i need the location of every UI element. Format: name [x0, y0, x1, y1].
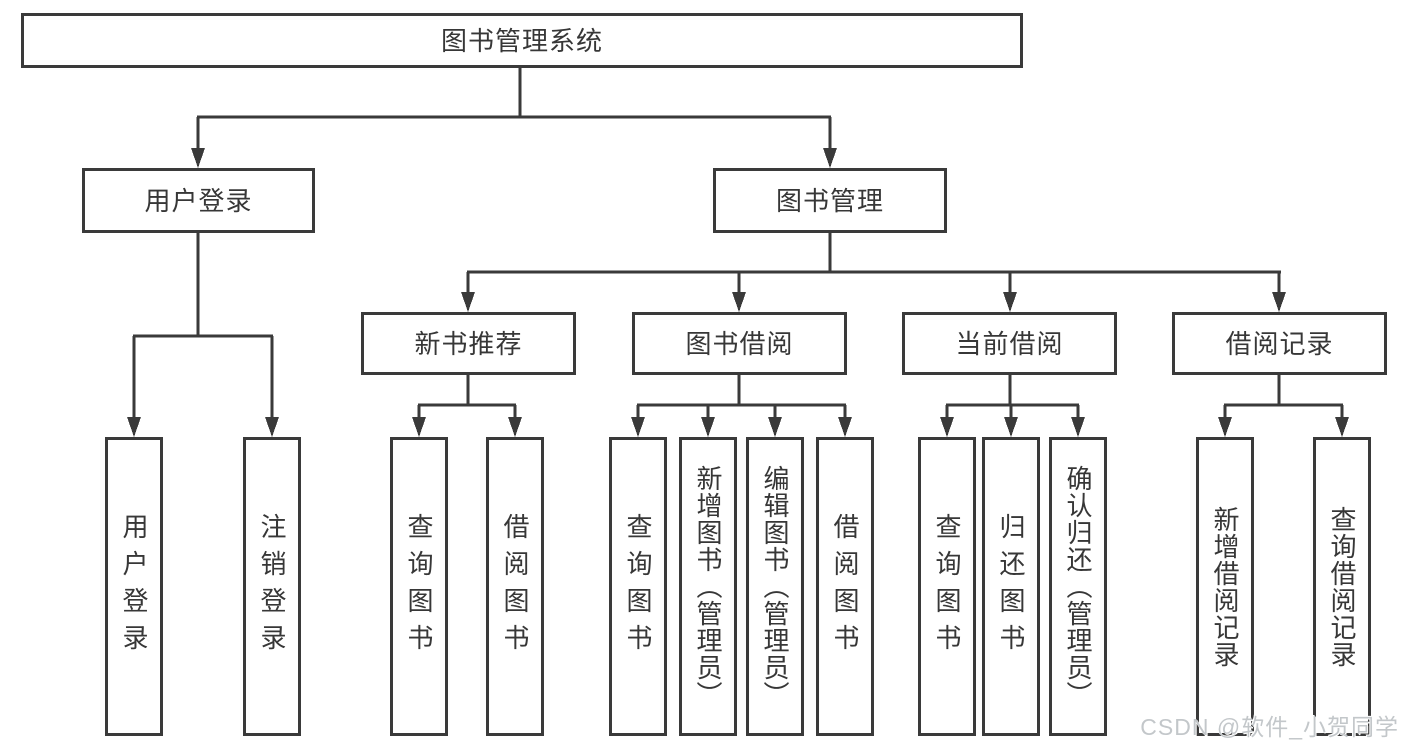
node-group-new-book-recommend: 新书推荐 [361, 312, 576, 375]
node-leaf-edit-book-admin: 编辑图书（管理员） [746, 437, 804, 736]
node-leaf-query-borrow-record: 查询借阅记录 [1313, 437, 1371, 736]
node-leaf-query-book: 查询图书 [390, 437, 448, 736]
node-system-root: 图书管理系统 [21, 13, 1023, 68]
node-label: 图书管理系统 [440, 25, 603, 56]
node-label: 新书推荐 [414, 328, 523, 359]
node-leaf-query-book: 查询图书 [918, 437, 976, 736]
node-leaf-add-book-admin: 新增图书（管理员） [679, 437, 737, 736]
node-leaf-user-login: 用户登录 [105, 437, 163, 736]
node-label: 用户登录 [119, 512, 149, 661]
node-label: 查询图书 [404, 512, 434, 661]
node-user-login-branch: 用户登录 [82, 168, 315, 233]
node-book-management-branch: 图书管理 [713, 168, 947, 233]
node-leaf-query-book: 查询图书 [609, 437, 667, 736]
node-label: 新增借阅记录 [1210, 505, 1240, 668]
node-label: 注销登录 [257, 512, 287, 661]
node-group-borrow-records: 借阅记录 [1172, 312, 1387, 375]
node-label: 当前借阅 [955, 328, 1064, 359]
node-label: 借阅图书 [500, 512, 530, 661]
node-leaf-add-borrow-record: 新增借阅记录 [1196, 437, 1254, 736]
node-label: 查询图书 [623, 512, 653, 661]
node-label: 归还图书 [996, 512, 1026, 661]
node-label: 用户登录 [144, 185, 253, 216]
node-label: 查询借阅记录 [1327, 505, 1357, 668]
node-label: 图书管理 [775, 185, 884, 216]
node-label: 借阅记录 [1225, 328, 1334, 359]
node-leaf-return-book: 归还图书 [982, 437, 1040, 736]
watermark: CSDN @软件_小贺同学 [1140, 714, 1399, 740]
node-label: 新增图书（管理员） [693, 465, 723, 708]
node-leaf-confirm-return-admin: 确认归还（管理员） [1049, 437, 1107, 736]
node-label: 编辑图书（管理员） [760, 465, 790, 708]
node-label: 图书借阅 [685, 328, 794, 359]
node-leaf-borrow-book: 借阅图书 [816, 437, 874, 736]
node-group-current-borrow: 当前借阅 [902, 312, 1117, 375]
node-label: 查询图书 [932, 512, 962, 661]
node-leaf-borrow-book: 借阅图书 [486, 437, 544, 736]
node-group-book-borrow: 图书借阅 [632, 312, 847, 375]
node-label: 确认归还（管理员） [1063, 465, 1093, 708]
node-label: 借阅图书 [830, 512, 860, 661]
node-leaf-logout: 注销登录 [243, 437, 301, 736]
